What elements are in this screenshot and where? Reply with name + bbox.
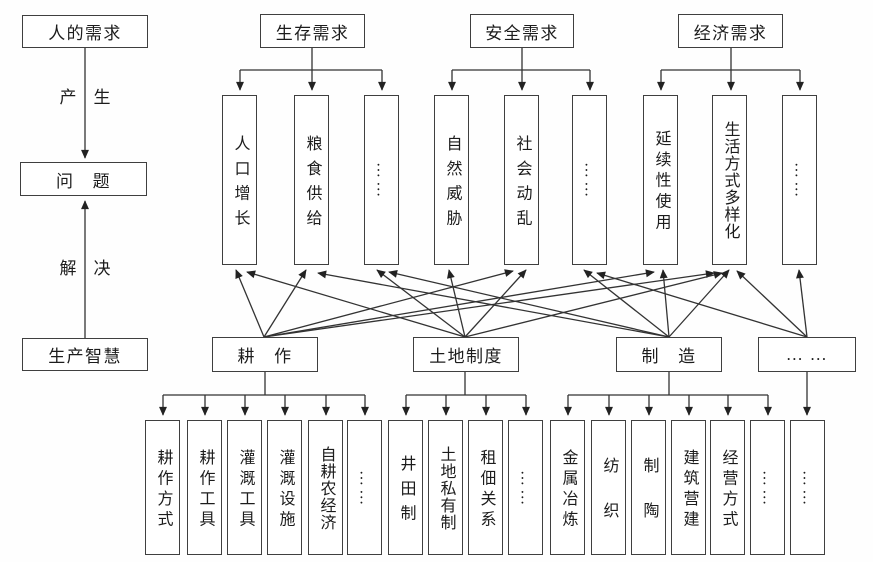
need-item-label: …… — [581, 162, 599, 201]
box-safety-needs: 安全需求 — [470, 14, 574, 48]
column-farming-tools: 耕作工具 — [187, 420, 222, 555]
column-irrigation-tools: 灌溉工具 — [227, 420, 262, 555]
column-economic-ellipsis: …… — [782, 95, 817, 265]
wisdom-item-label: 制陶 — [640, 457, 658, 547]
box-survival-needs: 生存需求 — [260, 14, 365, 48]
column-farming-ellipsis: …… — [347, 420, 382, 555]
wisdom-item-label: 租佃关系 — [477, 448, 495, 531]
box-production-wisdom: 生产智慧 — [22, 338, 148, 371]
wisdom-item-label: …… — [517, 469, 535, 509]
box-farming: 耕 作 — [212, 337, 318, 372]
box-land-system: 土地制度 — [413, 337, 519, 372]
box-economic-needs: 经济需求 — [678, 14, 783, 48]
column-survival-ellipsis: …… — [364, 95, 399, 265]
need-item-label: …… — [373, 162, 391, 201]
wisdom-item-label: 自耕农经济 — [317, 445, 335, 531]
column-irrigation-facilities: 灌溉设施 — [267, 420, 302, 555]
wisdom-item-label: 金属冶炼 — [559, 448, 577, 531]
column-well-field-system: 井田制 — [388, 420, 423, 555]
wisdom-item-label: 建筑营建 — [680, 448, 698, 531]
column-continuous-use: 延续性使用 — [643, 95, 678, 265]
wisdom-item-label: …… — [356, 469, 374, 509]
column-smallholder-economy: 自耕农经济 — [308, 420, 343, 555]
wisdom-item-label: 土地私有制 — [437, 445, 455, 531]
need-item-label: 人口增长 — [231, 134, 249, 234]
need-item-label: 自然威胁 — [443, 134, 461, 234]
wisdom-item-label: …… — [759, 469, 777, 509]
column-metal-smelting: 金属冶炼 — [550, 420, 585, 555]
wisdom-item-label: 灌溉工具 — [236, 448, 254, 531]
box-manufacturing: 制 造 — [616, 337, 722, 372]
label-solve: 解 决 — [59, 258, 111, 278]
box-wisdom-ellipsis: … … — [758, 337, 856, 372]
column-private-land-ownership: 土地私有制 — [428, 420, 463, 555]
wisdom-item-label: 灌溉设施 — [276, 448, 294, 531]
wisdom-item-label: …… — [799, 469, 817, 509]
need-item-label: …… — [791, 162, 809, 201]
column-land-ellipsis: …… — [508, 420, 543, 555]
wisdom-item-label: 井田制 — [397, 454, 415, 530]
column-farming-methods: 耕作方式 — [145, 420, 180, 555]
column-manufacturing-ellipsis: …… — [750, 420, 785, 555]
column-safety-ellipsis: …… — [572, 95, 607, 265]
need-item-label: 延续性使用 — [652, 130, 670, 235]
wisdom-item-label: 耕作工具 — [196, 448, 214, 531]
column-pottery: 制陶 — [631, 420, 666, 555]
wisdom-item-label: 纺织 — [600, 457, 618, 547]
label-produce: 产 生 — [59, 87, 111, 107]
column-tenancy-relations: 租佃关系 — [468, 420, 503, 555]
column-population-growth: 人口增长 — [222, 95, 257, 265]
box-human-needs: 人的需求 — [22, 15, 148, 48]
column-other-ellipsis: …… — [790, 420, 825, 555]
need-item-label: 社会动乱 — [513, 134, 531, 234]
column-grain-supply: 粮食供给 — [294, 95, 329, 265]
wisdom-item-label: 经营方式 — [719, 448, 737, 531]
column-business-methods: 经营方式 — [710, 420, 745, 555]
column-textiles: 纺织 — [591, 420, 626, 555]
column-natural-threats: 自然威胁 — [434, 95, 469, 265]
need-item-label: 生活方式多样化 — [721, 121, 739, 240]
column-social-unrest: 社会动乱 — [504, 95, 539, 265]
column-lifestyle-diversification: 生活方式多样化 — [712, 95, 747, 265]
wisdom-item-label: 耕作方式 — [154, 448, 172, 531]
box-problem: 问 题 — [20, 162, 147, 196]
column-construction: 建筑营建 — [671, 420, 706, 555]
need-item-label: 粮食供给 — [303, 134, 321, 234]
